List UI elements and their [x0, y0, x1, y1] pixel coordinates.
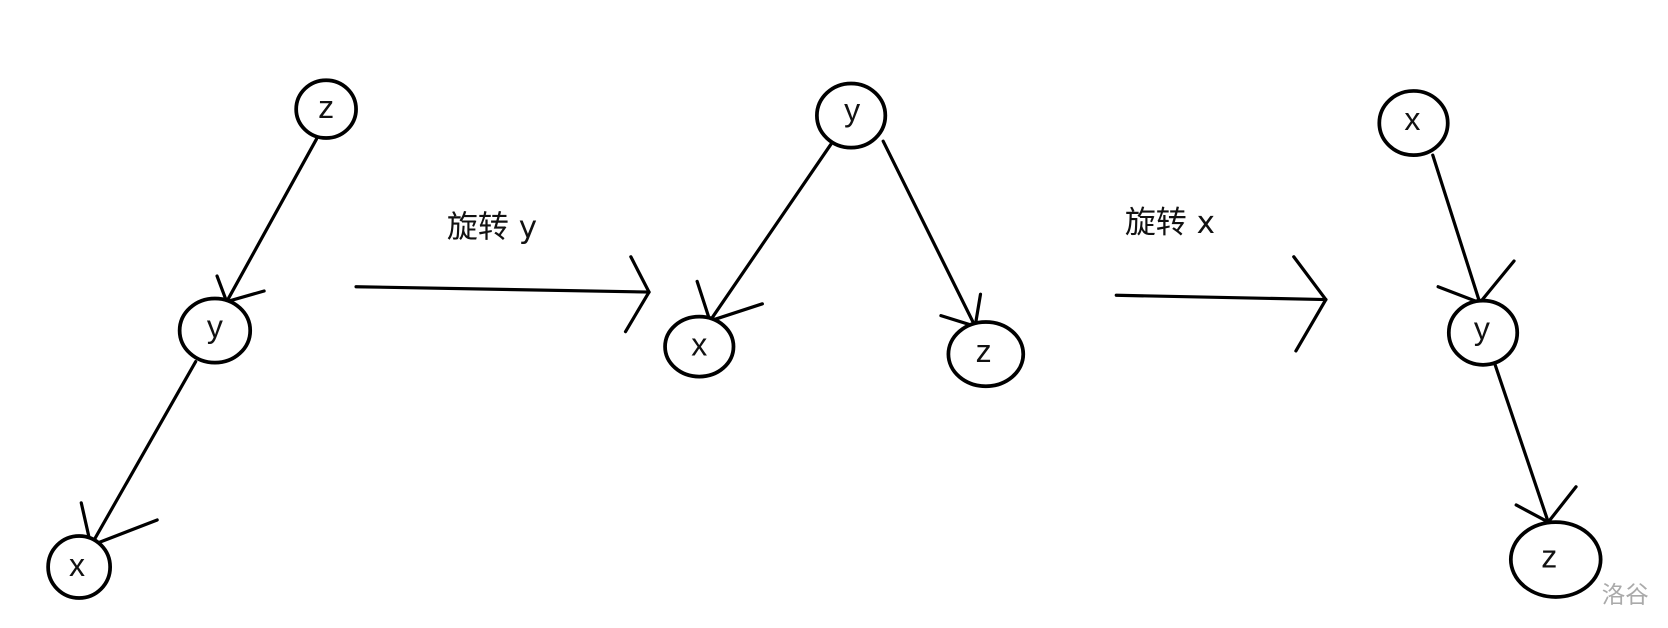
- node-x: x: [663, 314, 736, 379]
- svg-text:x: x: [691, 326, 707, 362]
- node-y: y: [177, 296, 253, 365]
- arrowhead: [623, 255, 651, 334]
- edge-y-x: [708, 142, 833, 323]
- svg-text:y: y: [1474, 310, 1490, 346]
- rotate-y-arrow: 旋转 y: [354, 209, 651, 334]
- svg-text:z: z: [976, 333, 992, 369]
- node-z: z: [294, 78, 358, 140]
- node-y: y: [1446, 298, 1520, 367]
- arrowhead: [695, 279, 764, 323]
- edge-y-x: [89, 360, 198, 548]
- node-y: y: [815, 81, 888, 150]
- arrowhead: [1292, 255, 1328, 353]
- svg-text:x: x: [1404, 101, 1420, 137]
- edge-x-y: [1431, 153, 1482, 305]
- watermark: 洛谷: [1602, 580, 1649, 608]
- svg-text:x: x: [69, 547, 85, 583]
- edge-z-y: [225, 137, 319, 304]
- node-z: z: [946, 320, 1026, 389]
- node-z: z: [1508, 520, 1603, 599]
- node-x: x: [46, 534, 113, 600]
- arrowhead: [1436, 259, 1516, 305]
- operation-label: 旋转 x: [1125, 205, 1215, 241]
- svg-text:y: y: [207, 308, 223, 344]
- svg-text:y: y: [844, 92, 860, 128]
- svg-text:z: z: [318, 89, 334, 125]
- rotate-x-arrow: 旋转 x: [1114, 205, 1328, 353]
- edge-y-z: [1493, 362, 1550, 524]
- tree-1: z y x: [46, 78, 358, 600]
- operation-label: 旋转 y: [447, 209, 537, 245]
- tree-2: y x z: [663, 81, 1026, 389]
- edge-y-z: [881, 139, 977, 328]
- svg-text:z: z: [1541, 538, 1557, 574]
- node-x: x: [1377, 89, 1450, 157]
- tree-3: x y z: [1377, 89, 1603, 599]
